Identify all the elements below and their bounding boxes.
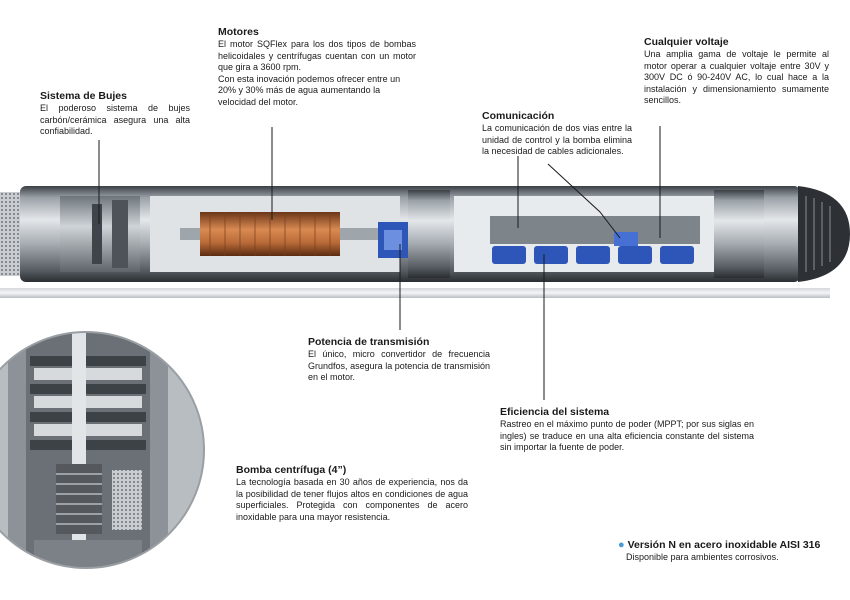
comunicacion-title: Comunicación <box>482 110 555 122</box>
note-version-n: ● Versión N en acero inoxidable AISI 316… <box>618 539 838 563</box>
callout-eficiencia: Eficiencia del sistema Rastreo en el máx… <box>500 406 754 454</box>
eficiencia-title: Eficiencia del sistema <box>500 406 610 418</box>
voltaje-text: Una amplia gama de voltaje le permite al… <box>644 49 829 105</box>
transmision-title: Potencia de transmisión <box>308 336 430 348</box>
callout-voltaje: Cualquier voltaje Una amplia gama de vol… <box>644 36 829 107</box>
comunicacion-text: La comunicación de dos vias entre la uni… <box>482 123 632 156</box>
note-text: Disponible para ambientes corrosivos. <box>626 551 779 562</box>
bomba-text: La tecnología basada en 30 años de exper… <box>236 477 468 522</box>
callout-transmision: Potencia de transmisión El único, micro … <box>308 336 490 384</box>
note-title: Versión N en acero inoxidable AISI 316 <box>627 539 821 551</box>
callout-comunicacion: Comunicación La comunicación de dos vias… <box>482 110 632 158</box>
bullet-dot-icon: ● <box>618 539 625 551</box>
motores-text-2: Con esta inovación podemos ofrecer entre… <box>218 73 401 107</box>
motores-title: Motores <box>218 26 259 38</box>
voltaje-title: Cualquier voltaje <box>644 36 729 48</box>
callout-bomba: Bomba centrífuga (4”) La tecnología basa… <box>236 464 468 523</box>
bujes-text: El poderoso sistema de bujes carbón/cerá… <box>40 103 190 136</box>
callout-bujes: Sistema de Bujes El poderoso sistema de … <box>40 90 190 138</box>
transmision-text: El único, micro convertidor de frecuenci… <box>308 349 490 382</box>
callout-motores: Motores El motor SQFlex para los dos tip… <box>218 26 416 108</box>
bomba-title: Bomba centrífuga (4”) <box>236 464 347 476</box>
eficiencia-text: Rastreo en el máximo punto de poder (MPP… <box>500 419 754 452</box>
motores-text-1: El motor SQFlex para los dos tipos de bo… <box>218 39 416 72</box>
bujes-title: Sistema de Bujes <box>40 90 127 102</box>
